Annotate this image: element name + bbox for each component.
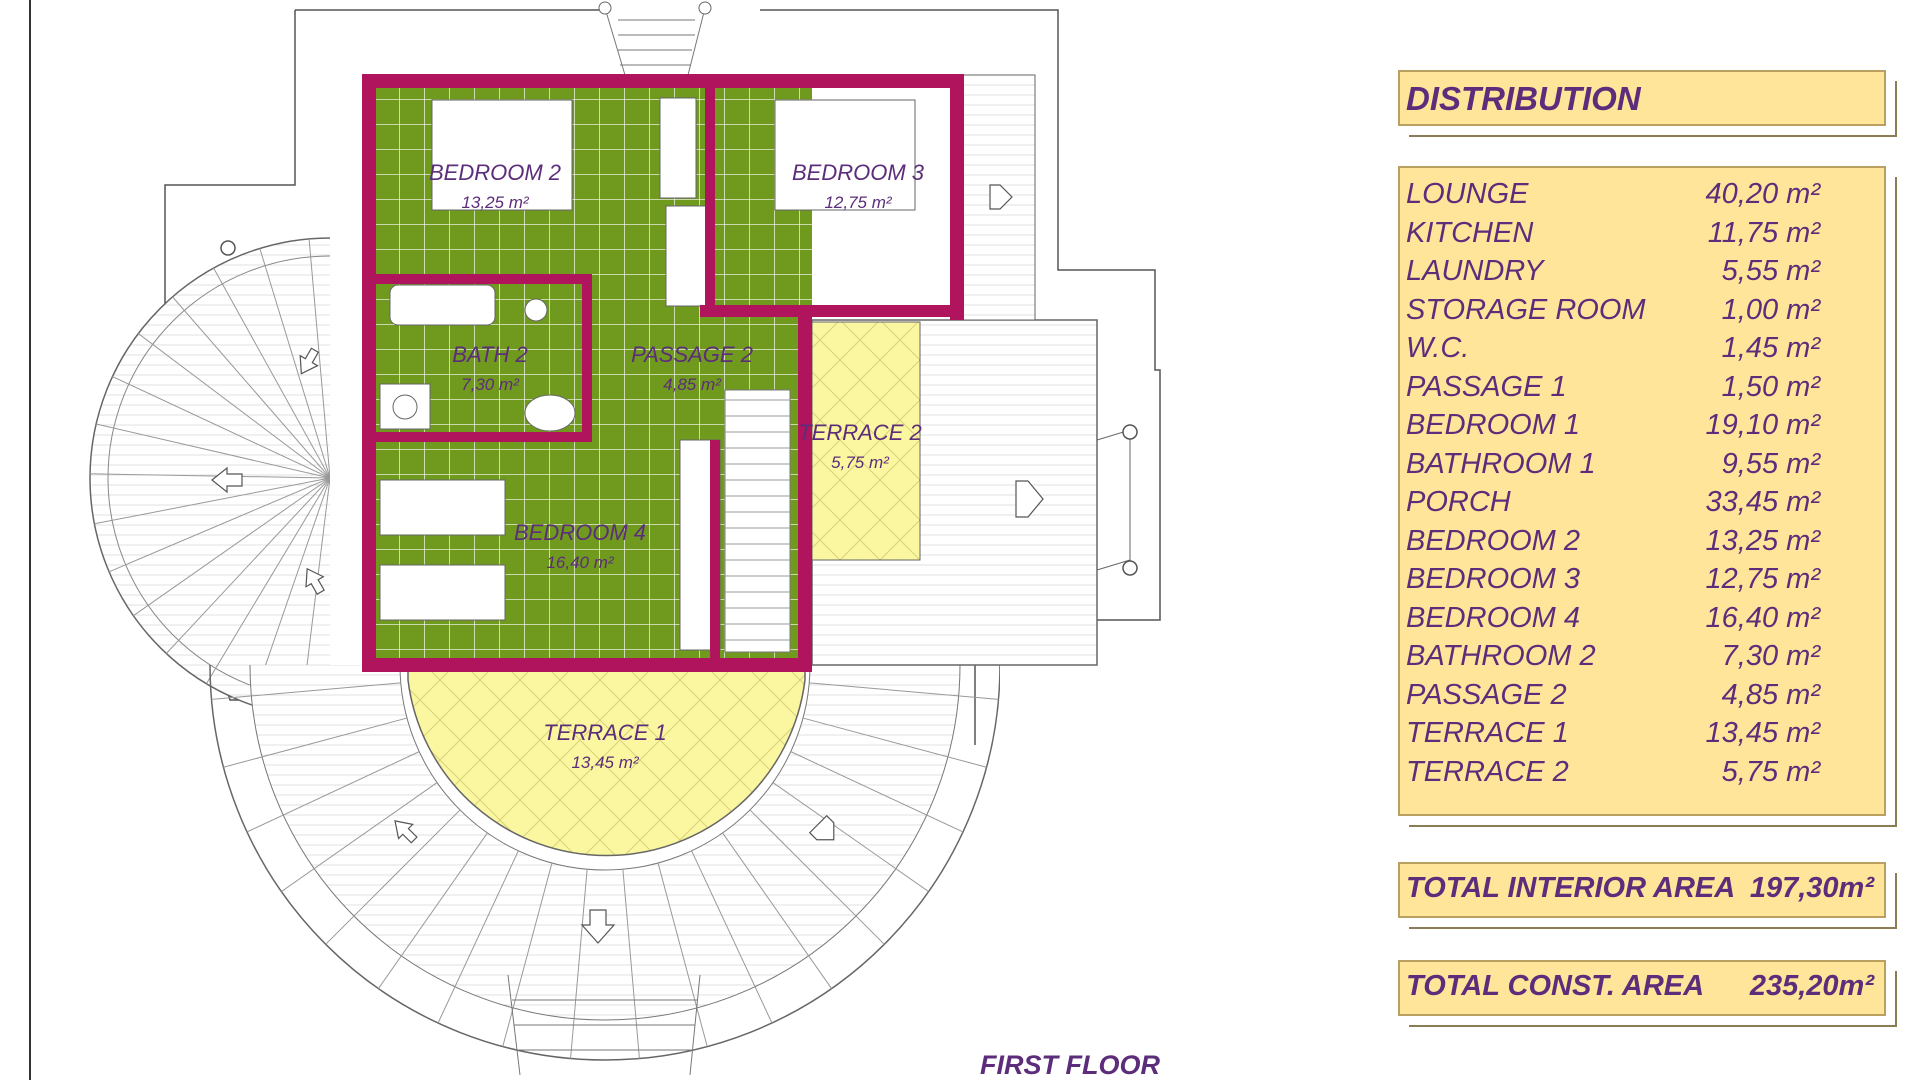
distribution-row-area: 13,45 m² [1705, 717, 1820, 749]
distribution-row: BATHROOM 1 9,55 m² [1400, 448, 1884, 487]
floor-plan: BEDROOM 2 13,25 m² BEDROOM 3 12,75 m² BATH 2… [29, 0, 1161, 1080]
stairwell [724, 389, 791, 653]
distribution-row: TERRACE 1 13,45 m² [1400, 717, 1884, 756]
room-area: 7,30 m² [461, 375, 520, 394]
room-label: PASSAGE 2 4,85 m² [631, 342, 753, 394]
walls [362, 74, 964, 672]
distribution-row: BATHROOM 2 7,30 m² [1400, 640, 1884, 679]
room-label: TERRACE 1 13,45 m² [543, 720, 666, 772]
distribution-row: STORAGE ROOM 1,00 m² [1400, 294, 1884, 333]
distribution-row-name: TERRACE 1 [1406, 717, 1569, 749]
distribution-row-name: W.C. [1406, 332, 1470, 364]
distribution-row-area: 12,75 m² [1705, 563, 1820, 595]
distribution-list: LOUNGE 40,20 m² KITCHEN 11,75 m² LAUNDRY 5,55… [1398, 166, 1886, 816]
distribution-row-area: 9,55 m² [1721, 447, 1820, 480]
distribution-row-area: 1,00 m² [1721, 293, 1820, 326]
distribution-row-name: PASSAGE 2 [1406, 678, 1567, 711]
floor-title: FIRST FLOOR [980, 1050, 1160, 1080]
room-area: 5,75 m² [831, 453, 890, 472]
distribution-row-area: 1,50 m² [1721, 370, 1820, 403]
distribution-row-name: BEDROOM 4 [1406, 601, 1581, 634]
distribution-row-area: 16,40 m² [1705, 601, 1820, 634]
terrace-1-floor [407, 664, 806, 857]
distribution-row-name: TERRACE 2 [1406, 755, 1569, 788]
distribution-row-name: KITCHEN [1406, 216, 1534, 249]
bed [379, 99, 916, 621]
room-area: 4,85 m² [663, 375, 722, 394]
left-spiral-stair [89, 237, 330, 719]
bath-fixtures [379, 284, 576, 432]
room-name: TERRACE 2 [798, 420, 921, 445]
distribution-row-area: 5,75 m² [1721, 755, 1820, 788]
room-label: BATH 2 7,30 m² [452, 342, 527, 394]
room-name: BEDROOM 2 [429, 160, 561, 185]
room-area: 13,45 m² [571, 753, 639, 772]
room-area: 12,75 m² [824, 193, 892, 212]
room-area: 16,40 m² [546, 553, 614, 572]
room-label: BEDROOM 2 13,25 m² [429, 160, 561, 212]
distribution-row: TERRACE 2 5,75 m² [1400, 756, 1884, 795]
distribution-row: PASSAGE 1 1,50 m² [1400, 371, 1884, 410]
total-interior-area-value: 197,30m² [1749, 872, 1874, 904]
room-label: BEDROOM 3 12,75 m² [792, 160, 925, 212]
distribution-row-name: LOUNGE [1406, 178, 1529, 210]
distribution-row-name: PASSAGE 1 [1406, 370, 1567, 403]
distribution-row: BEDROOM 4 16,40 m² [1400, 602, 1884, 641]
terrace-2-floor [811, 321, 921, 561]
distribution-row-area: 13,25 m² [1705, 524, 1820, 557]
distribution-row-area: 33,45 m² [1705, 486, 1820, 518]
distribution-row-area: 19,10 m² [1705, 409, 1820, 441]
direction-arrows [211, 184, 1044, 944]
distribution-row: W.C. 1,45 m² [1400, 332, 1884, 371]
distribution-row: PASSAGE 2 4,85 m² [1400, 679, 1884, 718]
distribution-row: KITCHEN 11,75 m² [1400, 217, 1884, 256]
distribution-row-name: BEDROOM 3 [1406, 563, 1581, 595]
distribution-row: BEDROOM 2 13,25 m² [1400, 525, 1884, 564]
distribution-row-area: 1,45 m² [1721, 332, 1820, 364]
distribution-row-name: BEDROOM 1 [1406, 409, 1581, 441]
distribution-row: LAUNDRY 5,55 m² [1400, 255, 1884, 294]
top-steps [598, 1, 712, 76]
room-label: BEDROOM 4 16,40 m² [514, 520, 646, 572]
distribution-row-name: PORCH [1406, 486, 1511, 518]
wardrobe [659, 97, 697, 199]
total-const-area-label: TOTAL CONST. AREA [1406, 970, 1705, 1002]
distribution-row-name: BATHROOM 1 [1406, 447, 1596, 480]
site-outline [164, 9, 1161, 745]
room-name: BEDROOM 4 [514, 520, 646, 545]
wardrobe [665, 205, 707, 307]
distribution-row-area: 40,20 m² [1705, 178, 1820, 210]
distribution-title-box: DISTRIBUTION [1398, 70, 1886, 126]
room-name: BATH 2 [452, 342, 527, 367]
distribution-row: PORCH 33,45 m² [1400, 486, 1884, 525]
distribution-row-area: 11,75 m² [1707, 216, 1820, 249]
distribution-row-name: STORAGE ROOM [1406, 293, 1646, 326]
distribution-row: BEDROOM 1 19,10 m² [1400, 409, 1884, 448]
distribution-row-name: BEDROOM 2 [1406, 524, 1581, 557]
distribution-row: LOUNGE 40,20 m² [1400, 178, 1884, 217]
distribution-title: DISTRIBUTION [1406, 80, 1641, 117]
room-name: TERRACE 1 [543, 720, 666, 745]
rail-post [220, 240, 236, 256]
distribution-row-name: LAUNDRY [1406, 255, 1544, 287]
distribution-row: BEDROOM 3 12,75 m² [1400, 563, 1884, 602]
distribution-row-area: 7,30 m² [1721, 640, 1820, 672]
room-name: BEDROOM 3 [792, 160, 925, 185]
distribution-row-area: 4,85 m² [1721, 678, 1820, 711]
bottom-steps [507, 974, 701, 1076]
distribution-row-name: BATHROOM 2 [1406, 640, 1596, 672]
total-interior-area-box: TOTAL INTERIOR AREA 197,30m² [1398, 862, 1886, 918]
room-label: TERRACE 2 5,75 m² [798, 420, 921, 472]
total-const-area-box: TOTAL CONST. AREA 235,20m² [1398, 960, 1886, 1016]
room-name: PASSAGE 2 [631, 342, 753, 367]
room-area: 13,25 m² [461, 193, 529, 212]
distribution-row-area: 5,55 m² [1721, 255, 1820, 287]
stairwell-steps [725, 399, 790, 641]
total-const-area-value: 235,20m² [1749, 970, 1874, 1002]
total-interior-area-label: TOTAL INTERIOR AREA [1406, 872, 1736, 904]
